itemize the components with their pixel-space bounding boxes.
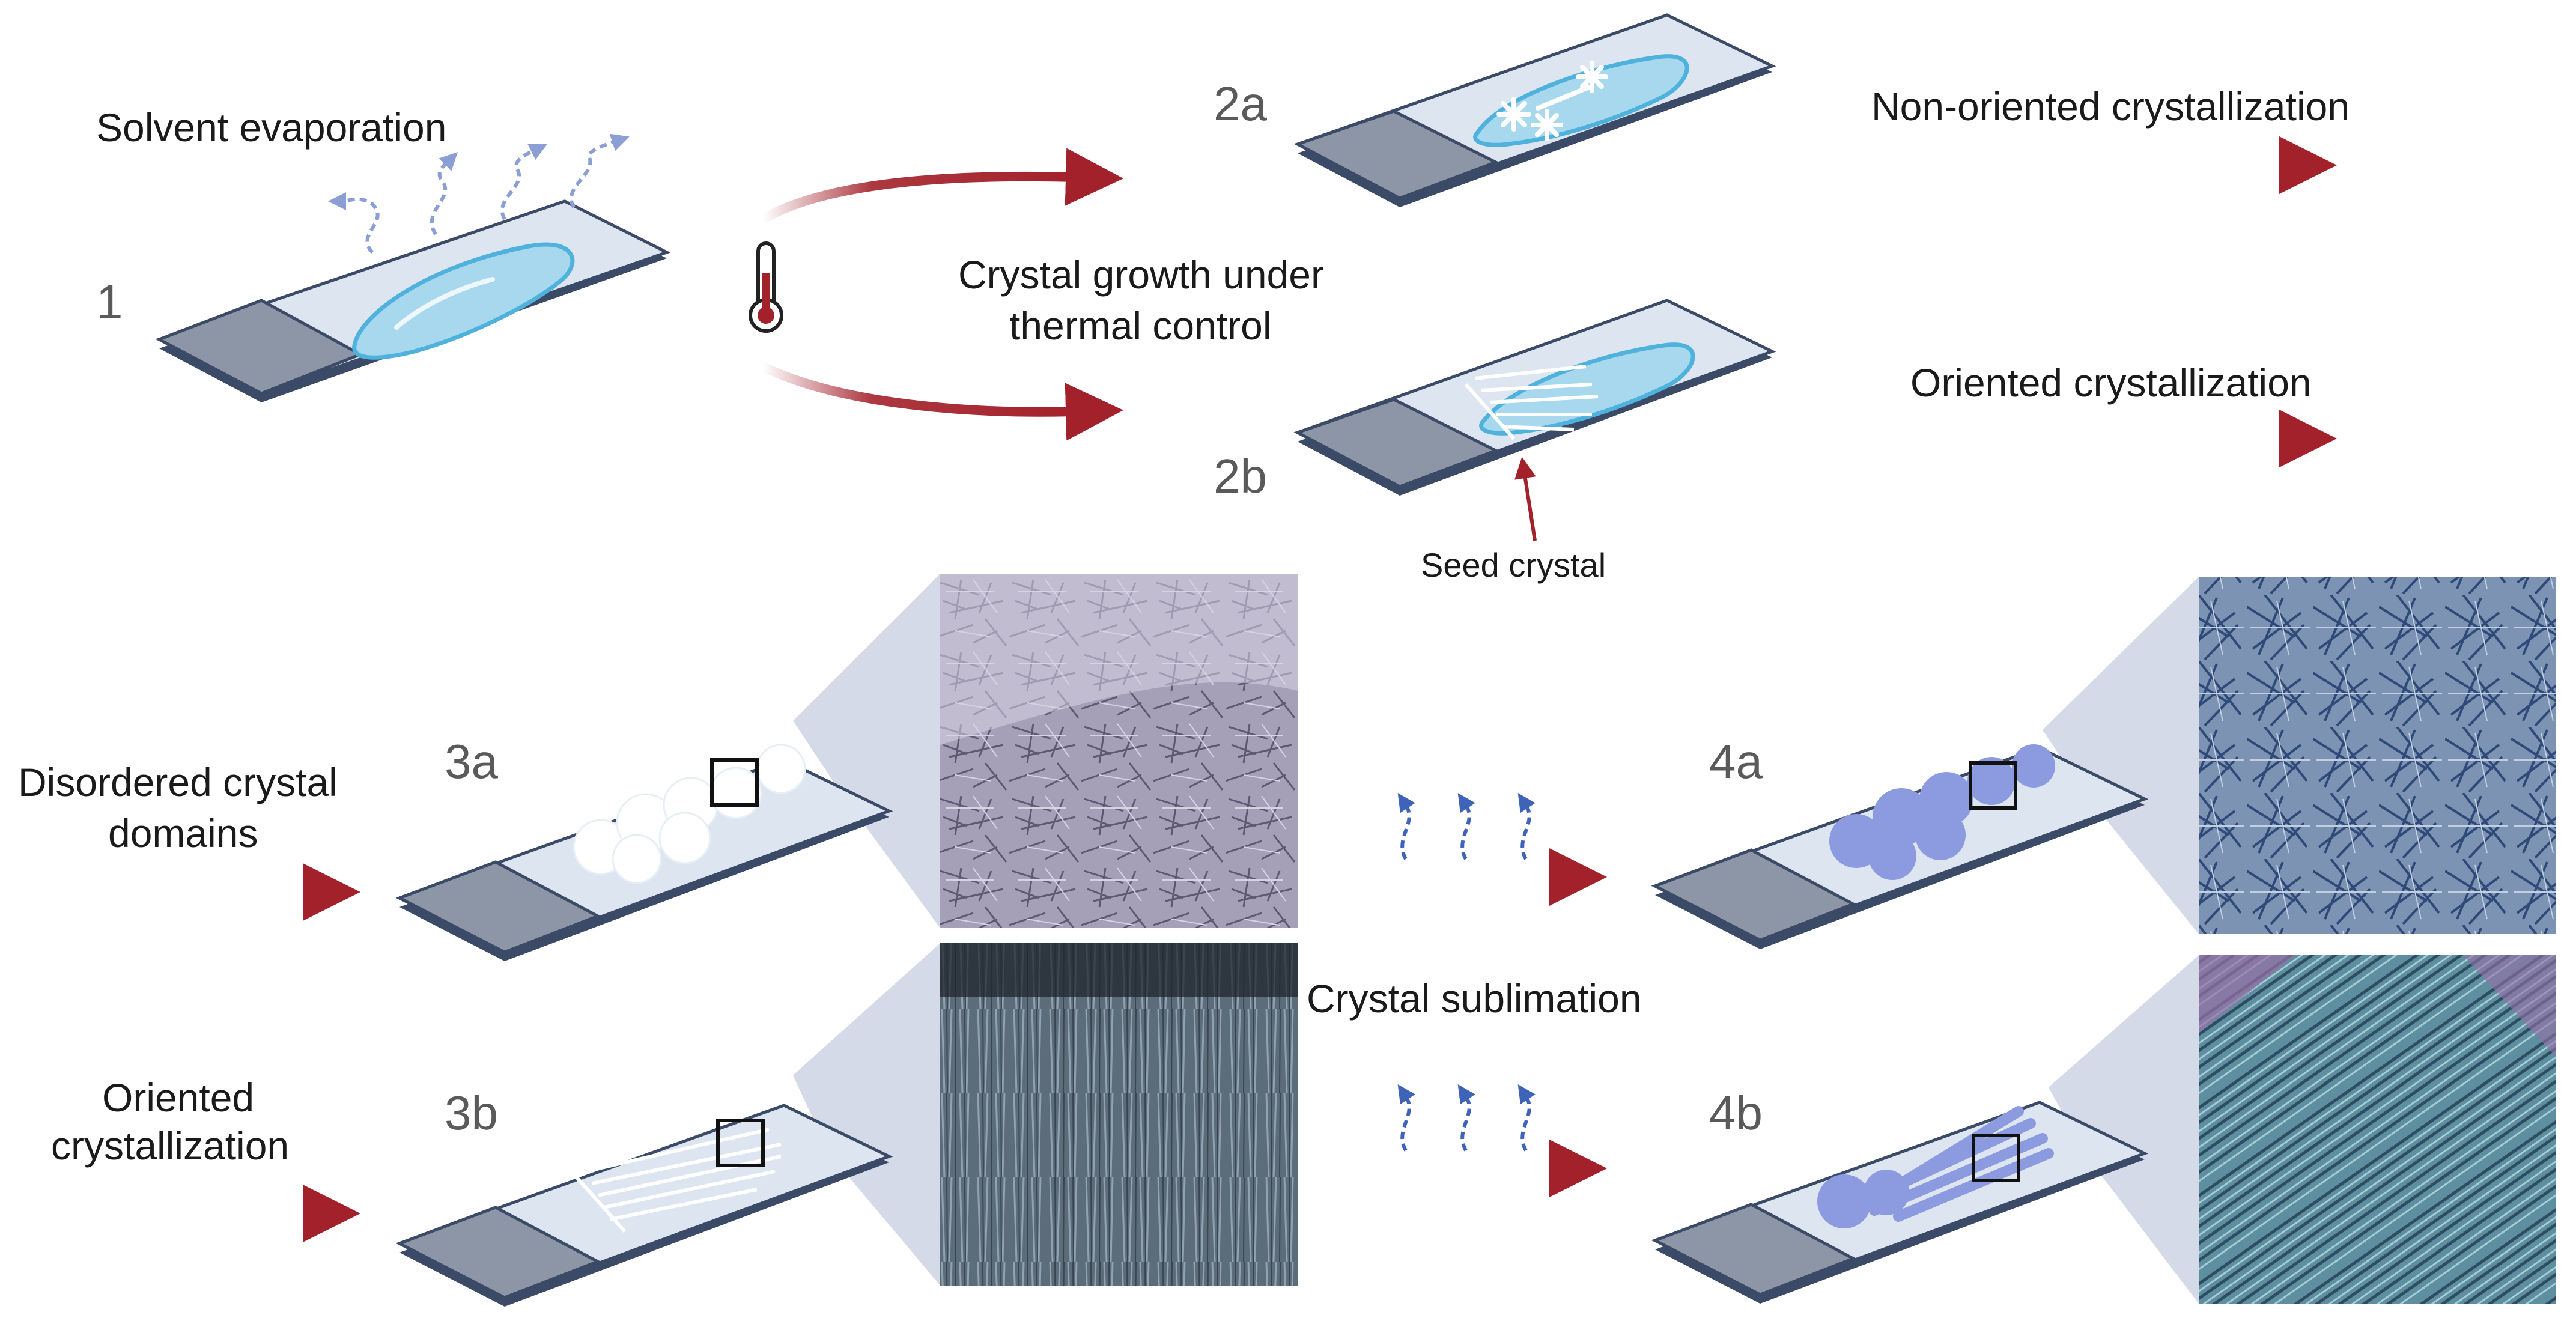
disordered-label-line1: Disordered crystal — [18, 760, 338, 804]
oriented-crystallization-label-top: Oriented crystallization — [1910, 360, 2312, 405]
micrograph-3b — [940, 943, 1298, 1286]
vapor-wave-icon — [1397, 793, 1536, 1152]
vapor-wave-icon — [328, 133, 630, 254]
oriented-left-label-line1: Oriented — [102, 1075, 254, 1120]
crystal-growth-label-line2: thermal control — [1009, 303, 1272, 348]
zoom-box-3a — [710, 758, 759, 807]
non-oriented-crystallization-label: Non-oriented crystallization — [1871, 84, 2350, 129]
seed-crystal-pointer — [1514, 457, 1537, 541]
zoom-cone-4a — [2043, 577, 2199, 934]
step-3b-label: 3b — [445, 1086, 498, 1140]
micrograph-4b — [2199, 955, 2556, 1304]
step-4b-label: 4b — [1709, 1086, 1763, 1140]
step-2a-label: 2a — [1214, 77, 1267, 130]
disordered-label-line2: domains — [108, 811, 258, 855]
slide-4a — [1651, 744, 2149, 949]
zoom-cone-4b — [2049, 955, 2199, 1304]
droplet — [352, 242, 575, 360]
step-2b-label: 2b — [1214, 449, 1267, 503]
seed-crystal-label: Seed crystal — [1421, 546, 1606, 584]
zoom-cone-3a — [793, 574, 940, 928]
thermometer-icon — [749, 241, 783, 333]
slide-1 — [155, 199, 671, 402]
slide-3b — [395, 1104, 893, 1307]
zoom-cone-3b — [793, 943, 940, 1286]
sublimed-crystal-domains — [1829, 744, 2055, 880]
oriented-crystal-needles — [575, 1128, 782, 1233]
micrograph-4a — [2199, 577, 2556, 934]
arrow-to-2b — [761, 362, 1123, 441]
step-4a-label: 4a — [1709, 735, 1763, 788]
slide-2a — [1293, 13, 1776, 207]
slide-2b — [1293, 299, 1776, 496]
sublimed-oriented-crystals — [1817, 1106, 2054, 1228]
zoom-box-4b — [1972, 1134, 2020, 1182]
disordered-crystal-domains — [573, 744, 806, 884]
zoom-box-3b — [716, 1119, 765, 1167]
slide-4b — [1651, 1101, 2149, 1304]
crystal-growth-label-line1: Crystal growth under — [958, 252, 1324, 297]
crystal-stars — [1496, 61, 1608, 141]
seed-crystal-needles — [1464, 365, 1599, 440]
step-3a-label: 3a — [445, 735, 498, 788]
crystal-sublimation-label: Crystal sublimation — [1307, 976, 1642, 1021]
slide-3a — [395, 744, 893, 961]
arrow-to-2a — [760, 148, 1123, 223]
solvent-evaporation-label: Solvent evaporation — [96, 105, 446, 150]
zoom-box-4a — [1969, 761, 2017, 810]
oriented-left-label-line2: crystallization — [51, 1123, 289, 1168]
step-1-label: 1 — [96, 275, 123, 329]
